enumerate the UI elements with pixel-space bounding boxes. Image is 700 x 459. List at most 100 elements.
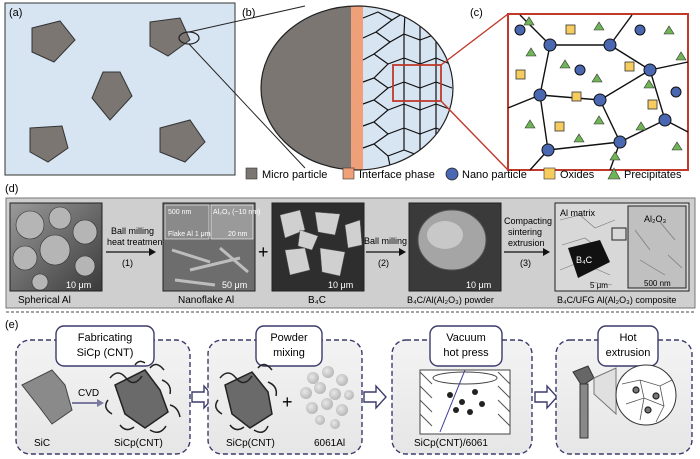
zoom-line-red	[440, 100, 509, 171]
caption-nanoflake-al: Nanoflake Al	[178, 295, 234, 306]
legend-label-precipitates: Precipitates	[624, 169, 682, 181]
legend-label-nano: Nano particle	[462, 169, 527, 181]
die-top	[432, 371, 498, 385]
step1-title-line1: Fabricating	[78, 332, 132, 344]
pointer-line	[439, 369, 466, 433]
micro-particle	[31, 20, 76, 63]
scale-bar-5a: 5 μm	[590, 281, 608, 290]
arrow2-line1: Ball milling	[364, 236, 407, 246]
step4-title-line1: Hot	[619, 332, 636, 344]
extruded-grains	[621, 379, 673, 423]
legend-label-oxides: Oxides	[560, 169, 595, 181]
sicp-cnt-cluster-2	[215, 363, 278, 433]
legend-swatch-oxides	[543, 167, 556, 180]
extruded-rod	[579, 383, 589, 439]
step1-title-box	[55, 325, 155, 367]
panel-label-c: (c)	[470, 7, 483, 19]
arrow3-line1: Compacting	[504, 216, 552, 226]
microstructure-circle	[615, 364, 677, 426]
caption-spherical-al: Spherical Al	[18, 295, 71, 306]
scale-bar-3: 10 μm	[328, 280, 353, 290]
scale-bar-2: 50 μm	[222, 280, 247, 290]
flake-texture	[171, 246, 249, 287]
step3-title-box	[429, 325, 503, 367]
caption-powder: B₄C/Al(Al₂O₃) powder	[407, 295, 494, 305]
panel-label-d: (d)	[5, 183, 18, 195]
step4-title-box	[597, 325, 659, 367]
panel-d: (d) 10 μm Spherical Al Ball milling heat…	[5, 183, 696, 313]
sic-label: SiC	[34, 438, 50, 449]
arrow1-line2: heat treatment	[107, 237, 166, 247]
tem-inset	[627, 205, 687, 289]
step3-title-line2: hot press	[443, 347, 489, 359]
grain-texture	[559, 214, 616, 286]
panel-b: (b)	[242, 5, 509, 171]
micro-particle	[29, 125, 69, 163]
step2-title-line2: mixing	[273, 347, 305, 359]
step3-title-line1: Vacuum	[446, 332, 486, 344]
plus-sign-e: +	[282, 392, 293, 412]
legend-label-interface: Interface phase	[359, 169, 435, 181]
legend-swatch-nano	[445, 167, 459, 181]
precipitates	[523, 16, 687, 161]
arrow1-step: (1)	[122, 258, 133, 268]
panel-label-b: (b)	[242, 7, 255, 19]
legend-label-micro: Micro particle	[262, 169, 327, 181]
powder-highlight	[427, 221, 463, 249]
arrow-head	[543, 248, 550, 256]
inset-flake	[164, 204, 210, 240]
arrow3-step: (3)	[520, 258, 531, 268]
step-arrow-3	[534, 384, 558, 410]
panel-label-a: (a)	[9, 7, 22, 19]
step2-title-line1: Powder	[270, 332, 308, 344]
micro-particle	[159, 119, 206, 163]
caption-composite: B₄C/UFG Al(Al₂O₃) composite	[557, 295, 676, 305]
panel-c: (c)	[470, 7, 689, 171]
inset-flake-label: Flake Al 1 μm	[168, 231, 211, 238]
inset-oxide-label: Al₂O₃ (~10 nm)	[213, 209, 260, 216]
caption-b4c: B₄C	[308, 295, 326, 306]
legend-swatch-precipitates	[607, 167, 621, 180]
zoom-line-red	[440, 13, 509, 66]
step-arrow-2	[363, 384, 387, 410]
scale-bar-4: 10 μm	[466, 280, 491, 290]
legend-swatch-micro	[245, 167, 258, 180]
legend-swatch-interface	[342, 167, 355, 180]
b4c-particles	[279, 209, 363, 277]
extruded-particles	[632, 386, 660, 414]
micro-particle	[149, 17, 191, 57]
oxides	[515, 24, 658, 132]
step2-title-box	[255, 325, 323, 367]
oxide-inset-label: Al₂O₃	[644, 214, 666, 224]
step4-title-line2: extrusion	[606, 347, 651, 359]
b4c-particle	[568, 240, 610, 278]
arrow3-line3: extrusion	[508, 238, 545, 248]
step1-title-line2: SiCp (CNT)	[77, 347, 134, 359]
inset-oxide	[210, 204, 254, 240]
zoom-ellipse-b	[260, 5, 454, 171]
b4c-label: B₄C	[576, 255, 593, 265]
tem-texture	[634, 221, 683, 276]
scale-bar-5b: 500 nm	[644, 279, 671, 288]
step3-bottom-label: SiCp(CNT)/6061	[414, 438, 488, 449]
panel-a: (a)	[4, 2, 306, 176]
panel-label-e: (e)	[5, 319, 18, 331]
sic-particle	[21, 369, 73, 425]
die-hatching	[419, 371, 511, 427]
6061al-label: 6061Al	[314, 438, 345, 449]
plus-sign-d: +	[258, 242, 269, 262]
sicp-cnt-cluster	[105, 360, 181, 433]
legend: Micro particle Interface phase Nano part…	[245, 167, 682, 181]
arrow-head	[399, 248, 406, 256]
arrow2-step: (2)	[378, 258, 389, 268]
grain-boundaries	[362, 11, 453, 170]
zoom-line	[188, 43, 306, 169]
cvd-label: CVD	[78, 388, 99, 399]
zoom-cone	[593, 367, 617, 416]
nano-particles	[514, 24, 682, 157]
al-matrix-label: Al matrix	[560, 208, 596, 218]
inset-scale-20nm: 20 nm	[228, 231, 248, 238]
arrow-head	[149, 248, 156, 256]
scale-bar-1: 10 μm	[66, 280, 91, 290]
